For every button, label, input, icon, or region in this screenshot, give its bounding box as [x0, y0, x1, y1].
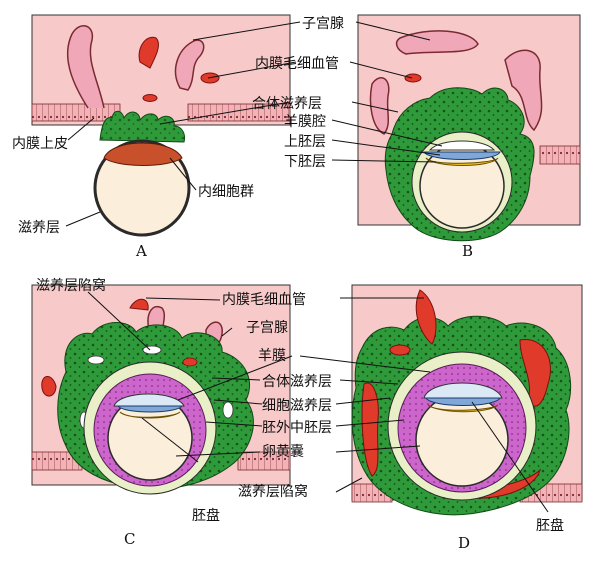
label-endometrial-capillary-bottom: 内膜毛细血管 [222, 292, 306, 308]
lacuna-d4 [389, 344, 411, 356]
epiblast-b [423, 151, 501, 160]
label-epiblast: 上胚层 [284, 134, 326, 150]
panel-c: C [31, 284, 291, 548]
capillary-a3 [142, 94, 158, 102]
panel-b: B [357, 14, 581, 260]
label-cytotrophoblast: 细胞滋养层 [262, 398, 332, 414]
label-lacunae-d: 滋养层陷窝 [238, 483, 308, 500]
inner-cell-mass-a [103, 142, 183, 166]
hypoblast-d [427, 404, 499, 413]
leader-lines [65, 21, 549, 513]
labels: 子宫腺 内膜毛细血管 合体滋养层 羊膜腔 上胚层 下胚层 内膜上皮 内细胞群 滋… [12, 16, 564, 534]
epiblast-c [116, 405, 184, 413]
label-syncytiotrophoblast-bottom: 合体滋养层 [262, 374, 332, 390]
blastocyst-a [93, 139, 191, 237]
label-amnion: 羊膜 [258, 348, 286, 364]
uterine-gland-b3 [369, 77, 390, 135]
lacuna-c1 [87, 355, 105, 365]
capillary-b1 [404, 73, 422, 83]
capillary-c1 [41, 376, 57, 397]
hypoblast-c [119, 411, 181, 419]
epiblast-d [425, 397, 501, 406]
label-trophoblast: 滋养层 [18, 220, 60, 236]
lacuna-c4 [222, 401, 234, 419]
amnion-c [113, 393, 185, 407]
lacuna-d2 [361, 382, 379, 477]
uterine-gland-b2 [504, 49, 543, 132]
uterine-gland-a1 [66, 25, 105, 109]
lacuna-d1 [519, 339, 551, 407]
hypoblast-b [425, 157, 499, 166]
label-syncytiotrophoblast-top: 合体滋养层 [252, 96, 322, 112]
panel-d: D [351, 284, 583, 552]
label-extraembryonic-mesoderm: 胚外中胚层 [262, 420, 332, 436]
panel-letter-d: D [458, 534, 470, 552]
panel-letter-c: C [124, 530, 135, 548]
label-inner-cell-mass: 内细胞群 [198, 184, 254, 200]
lacuna-c2 [142, 345, 162, 355]
label-amniotic-cavity: 羊膜腔 [284, 114, 326, 130]
amniotic-cavity-b [428, 140, 496, 151]
capillary-c2 [129, 298, 149, 311]
panel-a: A [31, 14, 291, 260]
uterine-gland-a2 [174, 39, 205, 91]
epithelium-a-right [187, 103, 291, 122]
capillary-d1 [415, 289, 437, 345]
label-lacunae-c: 滋养层陷窝 [36, 277, 106, 294]
panel-letter-b: B [462, 242, 473, 260]
epithelium-b-right [539, 145, 581, 165]
lacuna-c3 [182, 357, 198, 367]
label-embryonic-disc-c: 胚盘 [192, 507, 220, 524]
label-uterine-gland-bottom: 子宫腺 [246, 320, 288, 336]
label-endometrial-capillary-top: 内膜毛细血管 [255, 56, 339, 72]
label-embryonic-disc-d: 胚盘 [536, 517, 564, 534]
amnion-d [423, 382, 503, 399]
panel-letter-a: A [135, 242, 147, 260]
capillary-a1 [138, 36, 159, 69]
label-endometrial-epithelium: 内膜上皮 [12, 136, 68, 152]
label-hypoblast: 下胚层 [284, 154, 326, 170]
epithelium-c-right [237, 451, 291, 471]
label-yolk-sac: 卵黄囊 [262, 443, 304, 460]
label-uterine-gland-top: 子宫腺 [302, 16, 344, 32]
